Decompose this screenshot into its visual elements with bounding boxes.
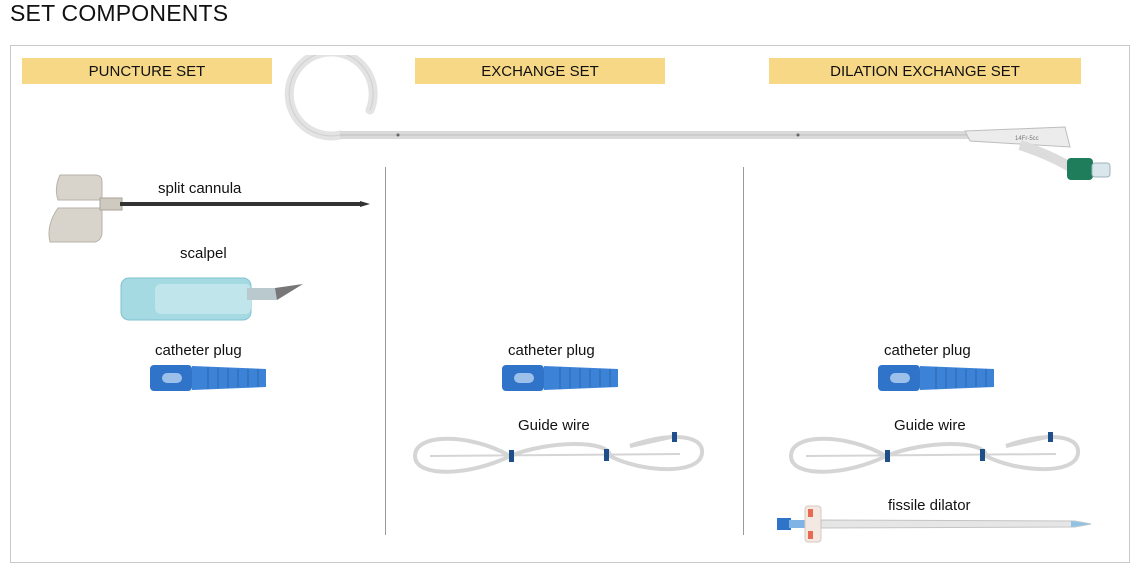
exchange-guide-wire-label: Guide wire [518, 417, 590, 434]
page-title: SET COMPONENTS [10, 0, 229, 26]
dilation-guide-wire-image [788, 432, 1080, 474]
column-divider-1 [385, 167, 386, 535]
split-cannula-label: split cannula [158, 180, 242, 197]
split-cannula-image [48, 174, 370, 243]
scalpel-image [120, 277, 303, 321]
exchange-catheter-plug-label: catheter plug [508, 342, 595, 359]
dilation-catheter-plug-image [878, 365, 994, 391]
dilation-guide-wire-label: Guide wire [894, 417, 966, 434]
column-divider-2 [743, 167, 744, 535]
exchange-catheter-plug-image [502, 365, 618, 391]
components-frame [10, 45, 1130, 563]
scalpel-label: scalpel [180, 245, 227, 262]
fissile-dilator-label: fissile dilator [888, 497, 971, 514]
dilation-exchange-set-header: DILATION EXCHANGE SET [769, 58, 1081, 84]
fissile-dilator-image [777, 505, 1092, 543]
puncture-set-header: PUNCTURE SET [22, 58, 272, 84]
exchange-guide-wire-image [412, 432, 704, 474]
catheter-marking: 14Fr-5cc [1015, 136, 1039, 142]
puncture-catheter-plug-label: catheter plug [155, 342, 242, 359]
pigtail-catheter-image: 14Fr-5cc [284, 55, 1111, 180]
dilation-catheter-plug-label: catheter plug [884, 342, 971, 359]
puncture-catheter-plug-image [150, 365, 266, 391]
exchange-set-header: EXCHANGE SET [415, 58, 665, 84]
